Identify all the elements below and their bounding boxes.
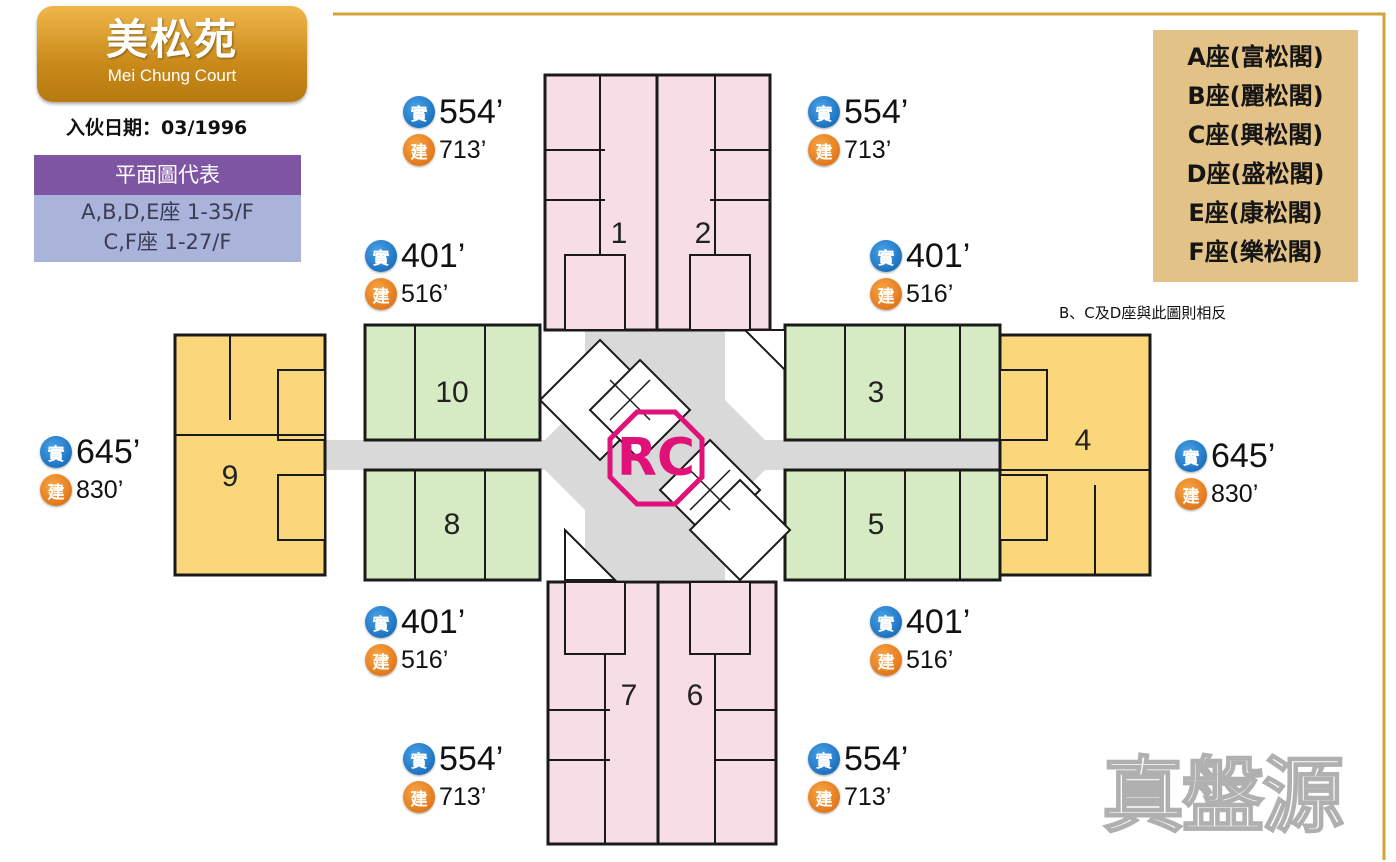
occupation-date: 入伙日期：03/1996 [66, 117, 248, 139]
gross-badge: 建 [1175, 478, 1207, 510]
gross-badge: 建 [403, 781, 435, 813]
saleable-area: 645’ [76, 432, 141, 471]
gross-area: 713’ [439, 135, 487, 164]
unit-6-block [656, 580, 778, 846]
saleable-area: 401’ [906, 236, 971, 275]
estate-name-english: Mei Chung Court [107, 66, 237, 85]
unit-numbers: 1 2 3 4 5 6 7 8 9 10 [222, 217, 1092, 712]
representation-line: C,F座 1-27/F [103, 230, 232, 254]
saleable-badge: 實 [870, 606, 902, 638]
saleable-area: 554’ [439, 739, 504, 778]
saleable-badge: 實 [403, 96, 435, 128]
block-name: B座(麗松閣) [1187, 82, 1324, 110]
unit-2-block [655, 73, 772, 332]
gross-area: 830’ [76, 475, 124, 504]
gross-badge: 建 [808, 781, 840, 813]
unit-number-3: 3 [868, 376, 885, 409]
representation-heading: 平面圖代表 [34, 155, 301, 195]
frame-border [333, 12, 1386, 860]
unit-10-block [363, 323, 542, 442]
saleable-badge: 實 [365, 240, 397, 272]
unit-4-block [998, 333, 1152, 577]
floor-plan-representation: 平面圖代表 A,B,D,E座 1-35/F C,F座 1-27/F [34, 155, 301, 262]
saleable-badge: 實 [1175, 440, 1207, 472]
gross-area: 516’ [906, 645, 954, 674]
saleable-badge: 實 [40, 436, 72, 468]
gross-area: 713’ [439, 782, 487, 811]
block-name: F座(樂松閣) [1188, 238, 1323, 266]
unit-7-block [546, 580, 660, 846]
saleable-area: 554’ [439, 92, 504, 131]
saleable-badge: 實 [365, 606, 397, 638]
gross-badge: 建 [870, 278, 902, 310]
gross-badge: 建 [403, 134, 435, 166]
saleable-area: 554’ [844, 739, 909, 778]
gross-area: 516’ [906, 279, 954, 308]
gross-badge: 建 [870, 644, 902, 676]
mirror-note: B、C及D座與此圖則相反 [1059, 304, 1227, 322]
gross-area: 713’ [844, 135, 892, 164]
gross-badge: 建 [40, 474, 72, 506]
unit-number-9: 9 [222, 460, 239, 493]
representation-body: A,B,D,E座 1-35/F C,F座 1-27/F [34, 195, 301, 262]
gross-area: 713’ [844, 782, 892, 811]
saleable-badge: 實 [808, 743, 840, 775]
unit-3-block [783, 323, 1002, 442]
unit-8-block [363, 468, 542, 582]
gross-badge: 建 [365, 278, 397, 310]
unit-number-7: 7 [621, 679, 638, 712]
saleable-area: 554’ [844, 92, 909, 131]
watermark: 真盤源 [1101, 749, 1345, 844]
svg-text:RC: RC [617, 428, 695, 488]
saleable-area: 645’ [1211, 436, 1276, 475]
central-core [538, 329, 792, 582]
saleable-badge: 實 [808, 96, 840, 128]
unit-number-4: 4 [1075, 424, 1092, 457]
block-legend: A座(富松閣) B座(麗松閣) C座(興松閣) D座(盛松閣) E座(康松閣) … [1153, 30, 1358, 282]
company-logo: RC [607, 409, 705, 507]
unit-9-block [173, 333, 327, 577]
block-name: A座(富松閣) [1187, 43, 1324, 71]
estate-title-badge: 美松苑 Mei Chung Court [37, 6, 307, 102]
estate-name-chinese: 美松苑 [105, 15, 238, 64]
gross-area: 830’ [1211, 479, 1259, 508]
unit-number-5: 5 [868, 508, 885, 541]
block-name: C座(興松閣) [1187, 121, 1324, 149]
gross-area: 516’ [401, 279, 449, 308]
block-name: E座(康松閣) [1188, 199, 1323, 227]
saleable-area: 401’ [906, 602, 971, 641]
unit-number-2: 2 [695, 217, 712, 250]
gross-badge: 建 [365, 644, 397, 676]
unit-number-8: 8 [444, 508, 461, 541]
saleable-badge: 實 [870, 240, 902, 272]
unit-number-10: 10 [435, 376, 468, 409]
unit-5-block [783, 468, 1002, 582]
unit-number-6: 6 [687, 679, 704, 712]
unit-number-1: 1 [611, 217, 628, 250]
gross-badge: 建 [808, 134, 840, 166]
saleable-badge: 實 [403, 743, 435, 775]
saleable-area: 401’ [401, 236, 466, 275]
block-name: D座(盛松閣) [1186, 160, 1325, 188]
unit-1-block [543, 73, 659, 332]
representation-line: A,B,D,E座 1-35/F [81, 200, 254, 224]
gross-area: 516’ [401, 645, 449, 674]
saleable-area: 401’ [401, 602, 466, 641]
